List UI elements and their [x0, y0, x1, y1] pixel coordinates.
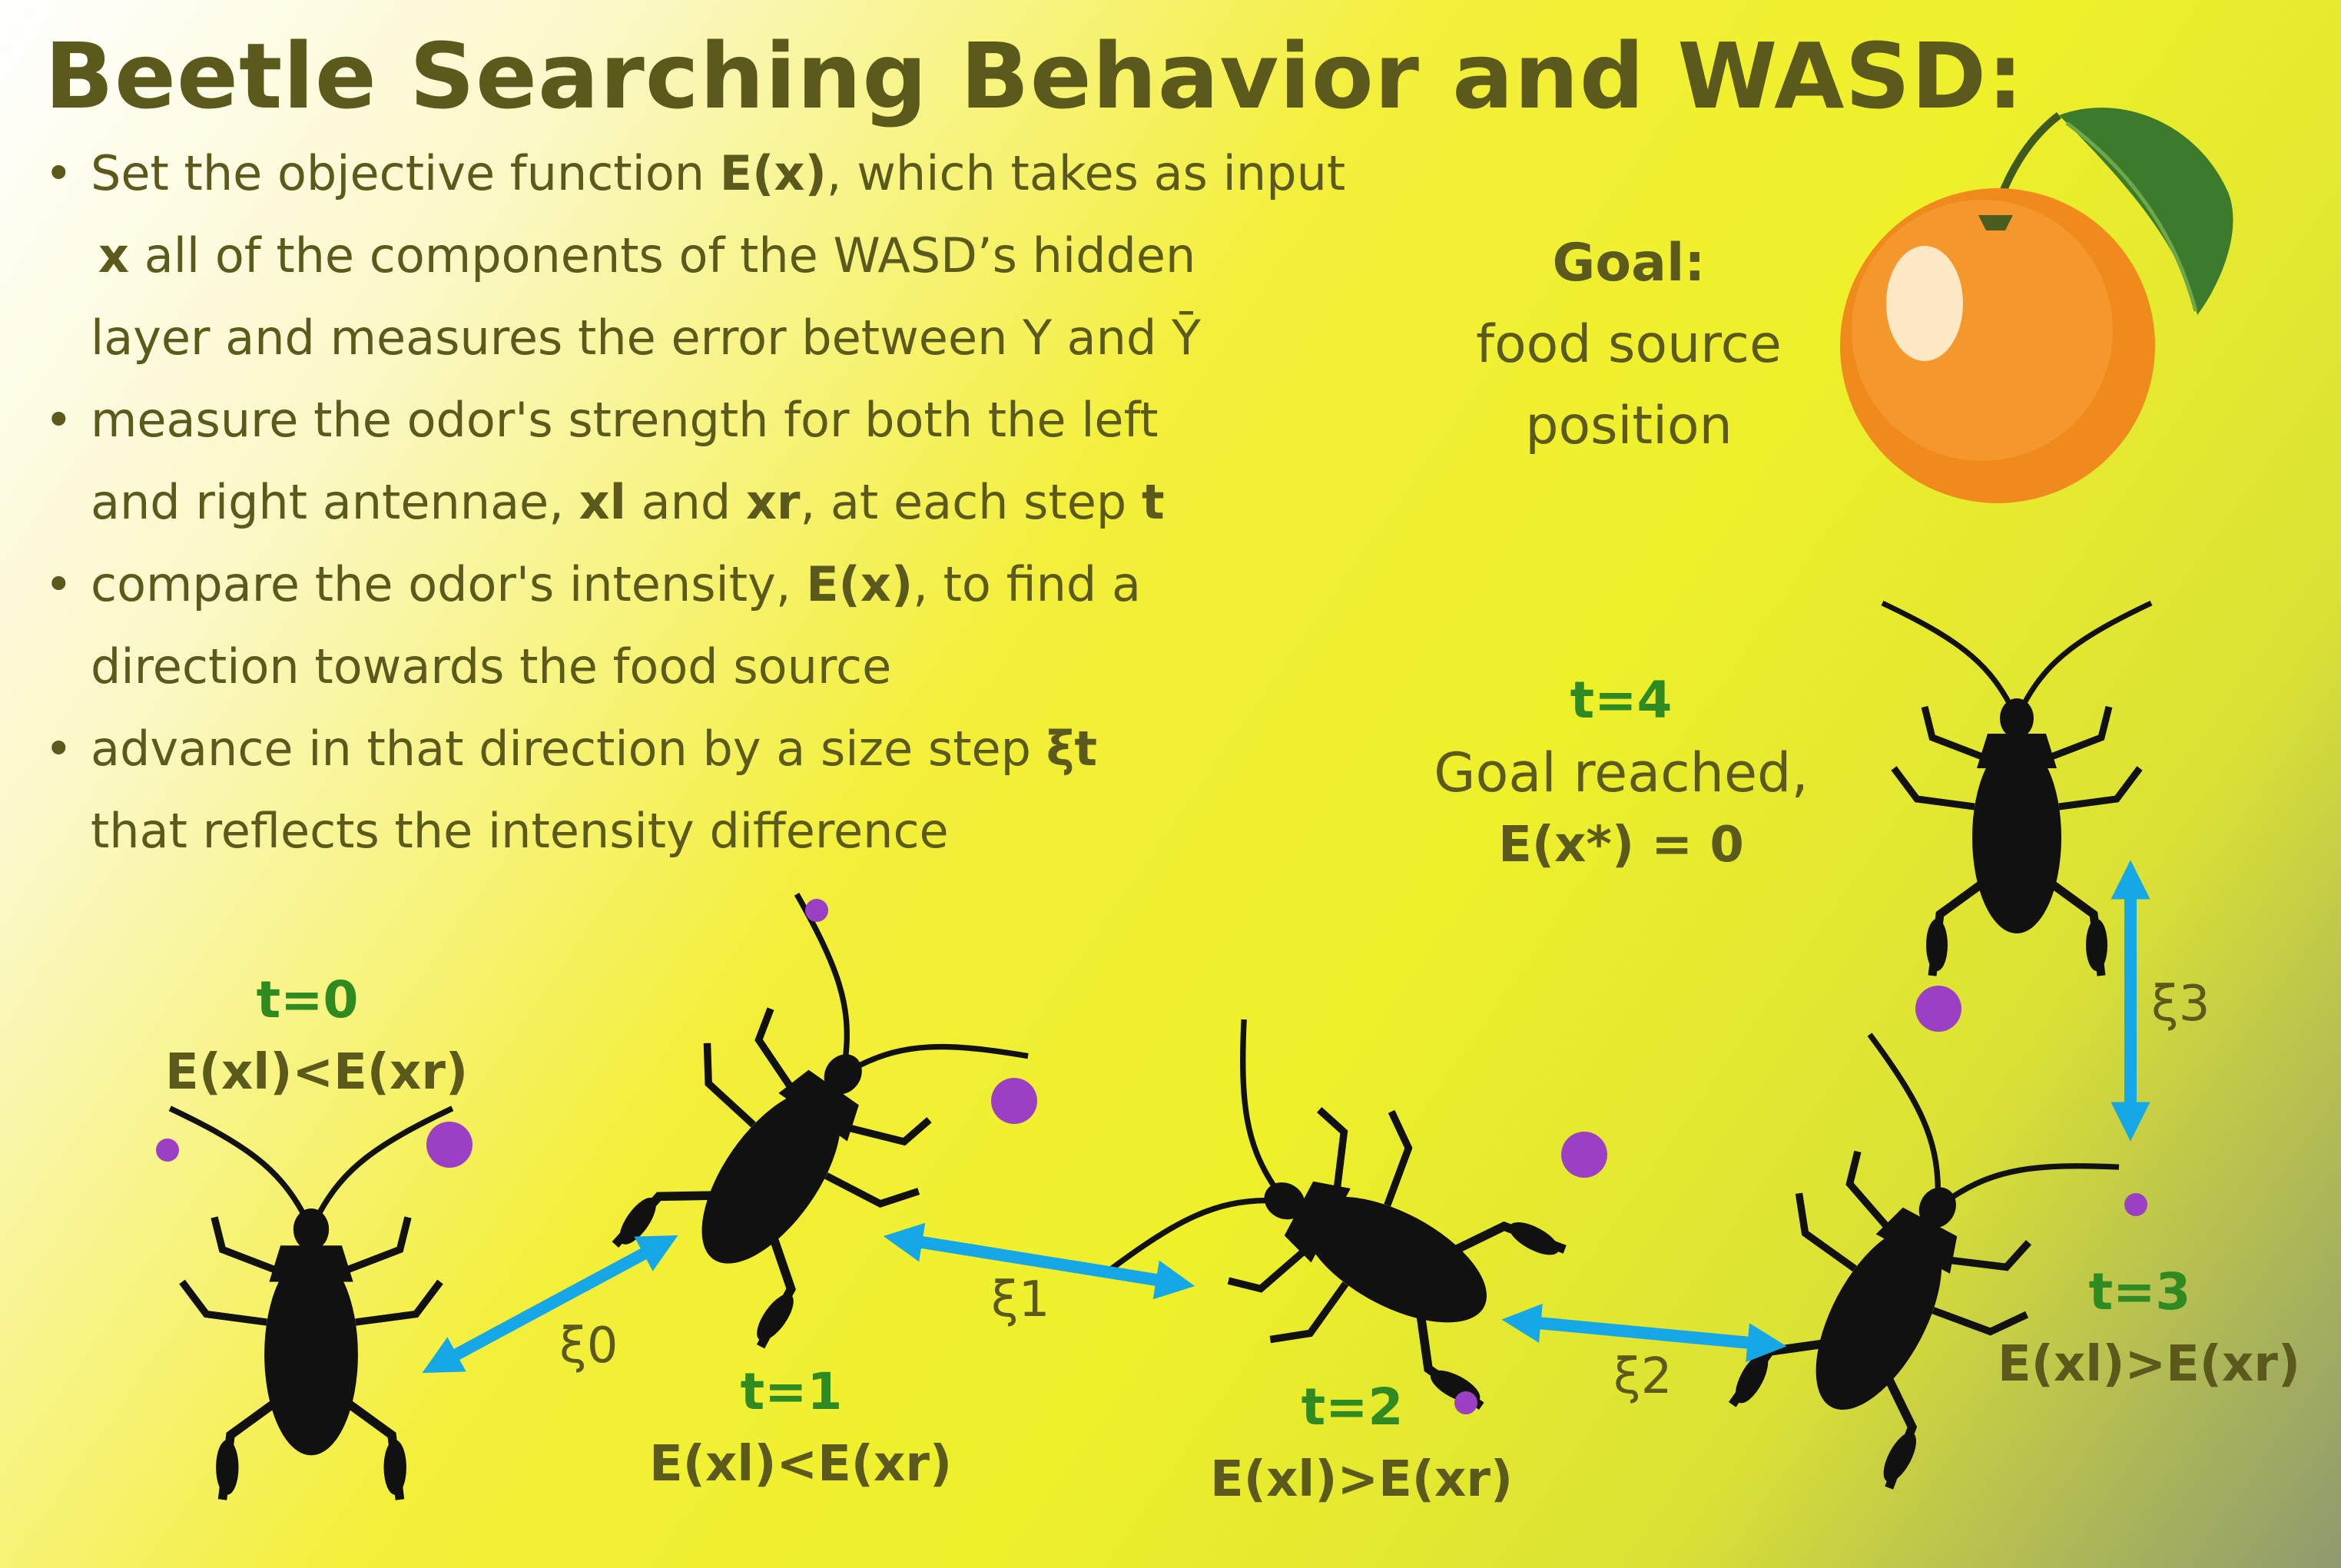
- antenna-tip-t2-left: [1561, 1132, 1607, 1178]
- leaf-icon: [2059, 108, 2233, 316]
- bullet-advance-step: advance in that direction by a size step…: [45, 708, 1427, 872]
- xi-label-1: ξ1: [991, 1271, 1050, 1328]
- bullet-objective-function: Set the objective function E(x), which t…: [45, 132, 1427, 379]
- bullet-list: Set the objective function E(x), which t…: [45, 132, 1427, 872]
- antenna-tip-t3-left: [1915, 986, 1961, 1032]
- orange-highlight: [1886, 246, 1963, 361]
- bullet-compare-intensity: compare the odor's intensity, E(x), to f…: [45, 543, 1427, 708]
- beetle-t0: [170, 1109, 453, 1500]
- antenna-tip-t3-right: [2124, 1193, 2147, 1216]
- antenna-tip-t0-left: [156, 1139, 179, 1162]
- xi-label-3: ξ3: [2151, 976, 2210, 1033]
- beetle-t1: [572, 894, 1028, 1377]
- antenna-tip-t2-right: [1454, 1391, 1477, 1414]
- xi-label-2: ξ2: [1613, 1348, 1673, 1405]
- beetle-t4: [1882, 603, 2151, 976]
- step-label-t1: t=1 E(xl)<E(xr): [649, 1362, 953, 1493]
- step-arrow-xi1: [883, 1222, 1195, 1300]
- orange-fruit: [1840, 108, 2233, 503]
- step-label-t0: t=0 E(xl)<E(xr): [165, 970, 469, 1101]
- goal-label: Goal: food source position: [1444, 223, 1813, 467]
- step-arrow-xi0: [422, 1235, 678, 1374]
- antenna-tip-t0-right: [426, 1122, 473, 1168]
- page-title: Beetle Searching Behavior and WASD:: [45, 23, 2024, 129]
- xi-label-0: ξ0: [559, 1318, 618, 1374]
- goal-line-2: position: [1525, 396, 1733, 456]
- goal-heading: Goal:: [1552, 233, 1706, 293]
- step-label-t3: t=3 E(xl)>E(xr): [1998, 1262, 2301, 1393]
- step-arrow-xi2: [1501, 1303, 1787, 1363]
- antenna-tip-t1-left: [805, 899, 828, 922]
- goal-line-1: food source: [1476, 314, 1782, 375]
- antenna-tip-t1-right: [991, 1078, 1037, 1124]
- bullet-measure-odor: measure the odor's strength for both the…: [45, 379, 1427, 543]
- step-label-t2: t=2 E(xl)>E(xr): [1210, 1377, 1514, 1508]
- step-label-t4: t=4 Goal reached, E(x*) = 0: [1434, 671, 1809, 874]
